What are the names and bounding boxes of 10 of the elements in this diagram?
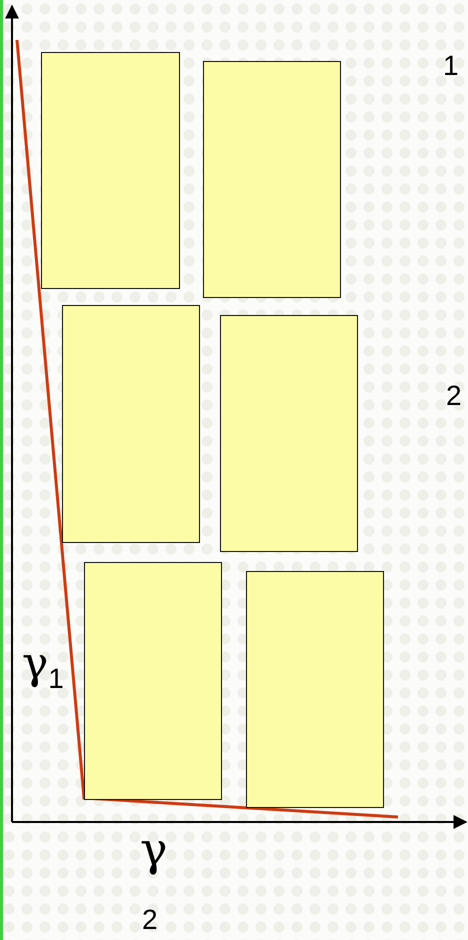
card (84, 562, 222, 800)
axis-label: γ$_{1}$ (22, 642, 64, 693)
axis-label: 1 (443, 52, 459, 80)
axis-label: 2 (142, 906, 158, 934)
card (203, 61, 341, 298)
card (62, 305, 200, 543)
card (246, 571, 384, 808)
card (41, 52, 180, 289)
axis-label: 2 (446, 382, 462, 410)
card (220, 315, 358, 552)
